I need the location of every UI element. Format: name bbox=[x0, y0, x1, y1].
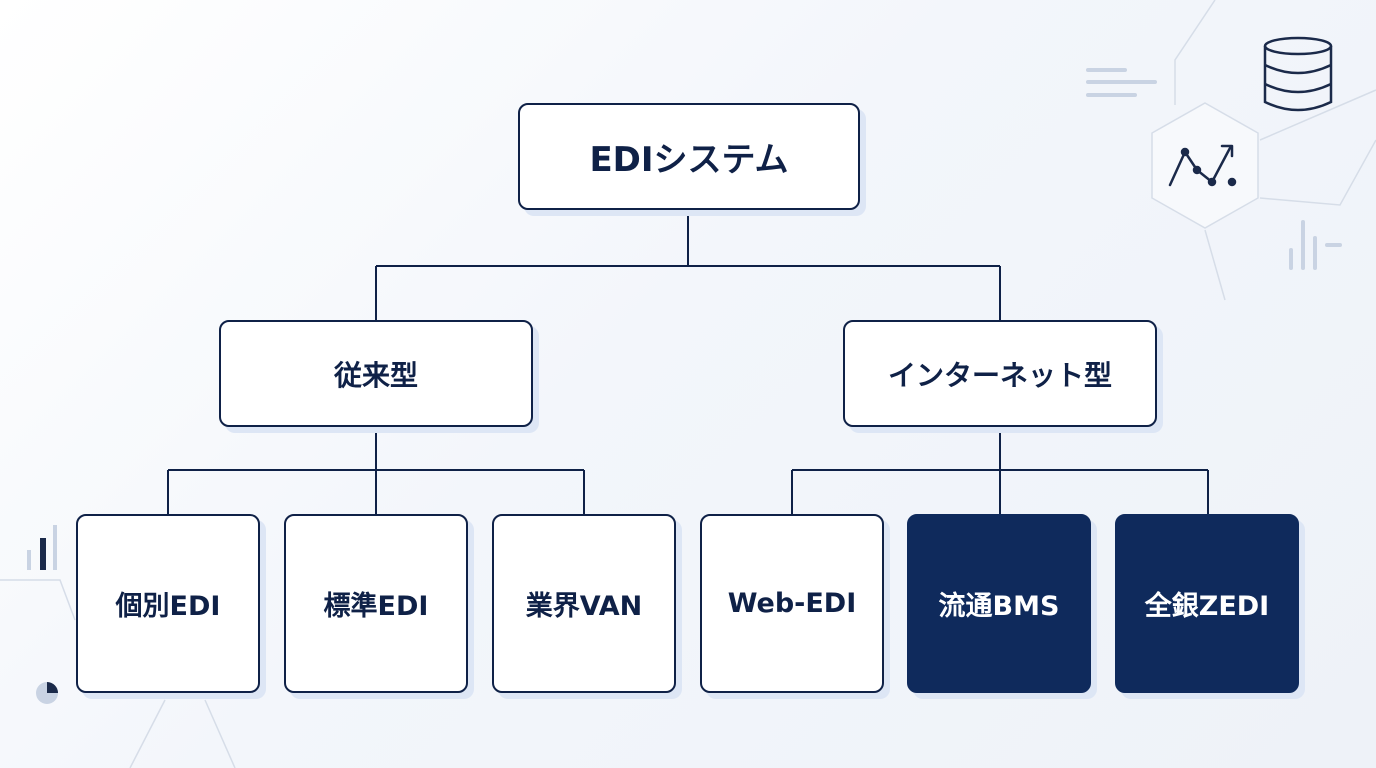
leaf-label: Web-EDI bbox=[727, 588, 857, 619]
root-label: EDIシステム bbox=[589, 140, 789, 180]
bar-chart-icon bbox=[1289, 220, 1342, 270]
line-chart-icon bbox=[1168, 144, 1237, 187]
leaf-label: 流通BMS bbox=[938, 591, 1060, 622]
pie-chart-icon bbox=[36, 682, 58, 704]
leaf-node-individual-edi: 個別EDI bbox=[76, 514, 260, 693]
category-node-traditional: 従来型 bbox=[219, 320, 533, 427]
leaf-node-zengin-zedi: 全銀ZEDI bbox=[1115, 514, 1299, 693]
leaf-node-industry-van: 業界VAN bbox=[492, 514, 676, 693]
leaf-label: 標準EDI bbox=[323, 591, 429, 622]
leaf-label: 業界VAN bbox=[525, 591, 643, 622]
hexagon-frame bbox=[1151, 102, 1259, 229]
leaf-node-web-edi: Web-EDI bbox=[700, 514, 884, 693]
category-label: インターネット型 bbox=[887, 358, 1112, 392]
leaf-node-ryutsu-bms: 流通BMS bbox=[907, 514, 1091, 693]
category-node-internet: インターネット型 bbox=[843, 320, 1157, 427]
leaf-label: 全銀ZEDI bbox=[1144, 591, 1270, 622]
bar-chart-icon-left bbox=[27, 525, 57, 570]
category-label: 従来型 bbox=[333, 358, 418, 392]
database-icon bbox=[1263, 36, 1333, 112]
leaf-label: 個別EDI bbox=[115, 591, 221, 622]
root-node: EDIシステム bbox=[518, 103, 860, 210]
leaf-node-standard-edi: 標準EDI bbox=[284, 514, 468, 693]
